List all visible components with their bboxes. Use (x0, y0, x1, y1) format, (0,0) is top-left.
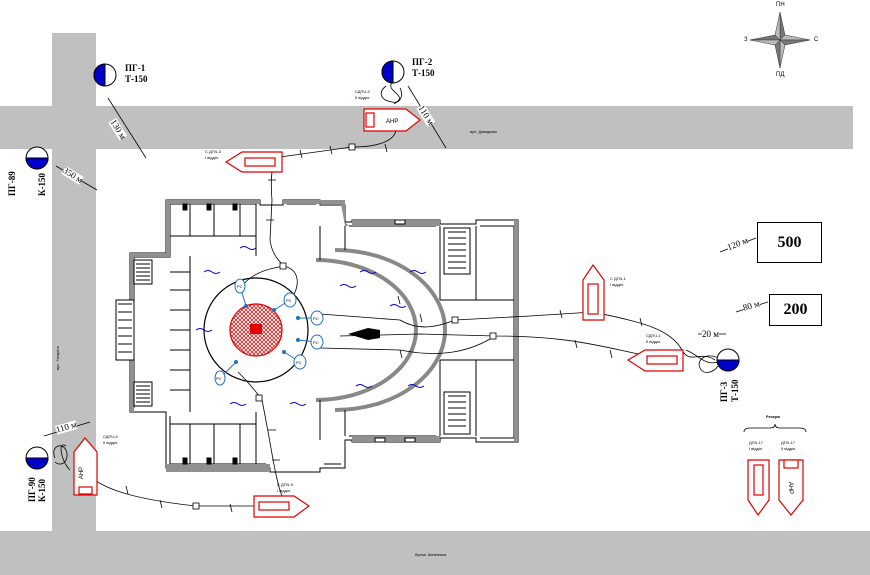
hydrant-icon (93, 63, 117, 87)
fire-seat (229, 303, 283, 357)
unit-top-anr-line1: СДПЧ-3 (355, 89, 370, 94)
unit-top-left-line1: С ДПЧ-3 (205, 149, 221, 154)
building (115, 199, 519, 473)
unit-top-left-line2: І відділ. (205, 155, 220, 160)
unit-right-upper-line2: І відділ. (610, 282, 625, 287)
hydrant-pg2-spec: Т-150 (412, 68, 435, 78)
unit-reserve-b-line2: ІІ відділ. (781, 446, 797, 451)
outer-wall (129, 199, 519, 473)
truck-anr-left-label: АНР (79, 467, 85, 479)
box-500: 500 (757, 222, 822, 263)
unit-bottom-center-line1: С ДПЧ-9 (277, 482, 293, 487)
nozzle-icon (282, 350, 307, 370)
hydrant-icon (25, 446, 49, 470)
truck-anr-reserve-label: АНР (787, 482, 793, 494)
hydrant-pg2-name: ПГ-2 (412, 57, 433, 67)
fire-trucks (73, 108, 804, 518)
nozzle-label: РС (216, 376, 222, 381)
truck-right-upper (582, 263, 605, 321)
unit-reserve-a-line1: ДПЧ-17 (749, 440, 764, 445)
hydrant-pg1-spec: Т-150 (125, 74, 148, 84)
unit-right-lower-line2: ІІ відділ. (646, 339, 662, 344)
hydrant-icon (716, 348, 740, 372)
water-wave-icons (195, 246, 427, 406)
compass-north: ПН (776, 2, 785, 8)
compass-west: З (744, 37, 748, 43)
nozzle-label: РС (313, 340, 319, 345)
nozzle-label: РС (313, 316, 319, 321)
hydrant-pg90-spec: К-150 (37, 478, 47, 502)
truck-reserve-b (778, 459, 804, 516)
unit-bottom-left-line2: ІІ відділ. (103, 440, 119, 445)
nozzle-icon (272, 292, 297, 312)
nozzle-label: РС (286, 298, 292, 303)
unit-top-anr-line2: ІІ відділ. (355, 95, 371, 100)
nozzle-label: РС (296, 360, 302, 365)
truck-bottom-center (253, 495, 311, 518)
fire-center-icon (250, 324, 262, 334)
distance-20: 20 м (702, 329, 719, 339)
unit-reserve-a-line2: І відділ. (749, 446, 764, 451)
box-200: 200 (769, 294, 822, 326)
street-left: вул. Гагаріна (55, 346, 60, 370)
truck-anr-top-label: АНР (386, 119, 398, 125)
hydrant-pg89-name: ПГ-89 (7, 171, 17, 196)
hydrant-pg1-name: ПГ-1 (125, 63, 146, 73)
compass-east: С (814, 37, 819, 43)
nozzle-icon (214, 360, 238, 386)
street-top: вул. Давидова (470, 129, 497, 134)
unit-bottom-left-line1: СДПЧ-9 (103, 434, 118, 439)
truck-anr-left (73, 437, 98, 496)
hydrant-pg90-name: ПГ-90 (27, 477, 37, 502)
unit-right-upper-line1: С ДПЧ-1 (610, 276, 626, 281)
unit-reserve-b-line1: ДПЧ-17 (781, 440, 796, 445)
road-bottom (0, 531, 870, 575)
unit-bottom-center-line2: І відділ. (277, 488, 292, 493)
hydrant-icon (381, 60, 405, 84)
truck-reserve-a (747, 459, 770, 517)
truck-anr-top (363, 108, 421, 132)
nozzle-label: РС (237, 284, 243, 289)
hydrant-pg3-spec: Т-150 (730, 379, 740, 403)
hydrant-icon (25, 146, 49, 170)
spread-direction-arrow-icon (348, 328, 380, 340)
nozzles (214, 278, 324, 386)
truck-top-left (224, 151, 283, 173)
hydrant-pg89-spec: К-150 (37, 172, 47, 196)
unit-right-lower-line1: СДПЧ-1 (646, 333, 661, 338)
compass-rose-icon (749, 11, 811, 69)
hydrant-pg3-name: ПГ-3 (719, 381, 729, 402)
hydrants (25, 60, 740, 470)
compass-south: ПД (776, 72, 785, 78)
nozzle-icon (296, 334, 324, 350)
street-bottom: бульв. Шевченка (415, 552, 447, 557)
reserve-bracket (743, 423, 807, 433)
nozzle-icon (234, 278, 248, 308)
suction-hoses (53, 85, 719, 465)
truck-right-lower (626, 349, 684, 372)
nozzle-icon (296, 310, 324, 326)
reserve-title: Резерв (766, 414, 780, 419)
